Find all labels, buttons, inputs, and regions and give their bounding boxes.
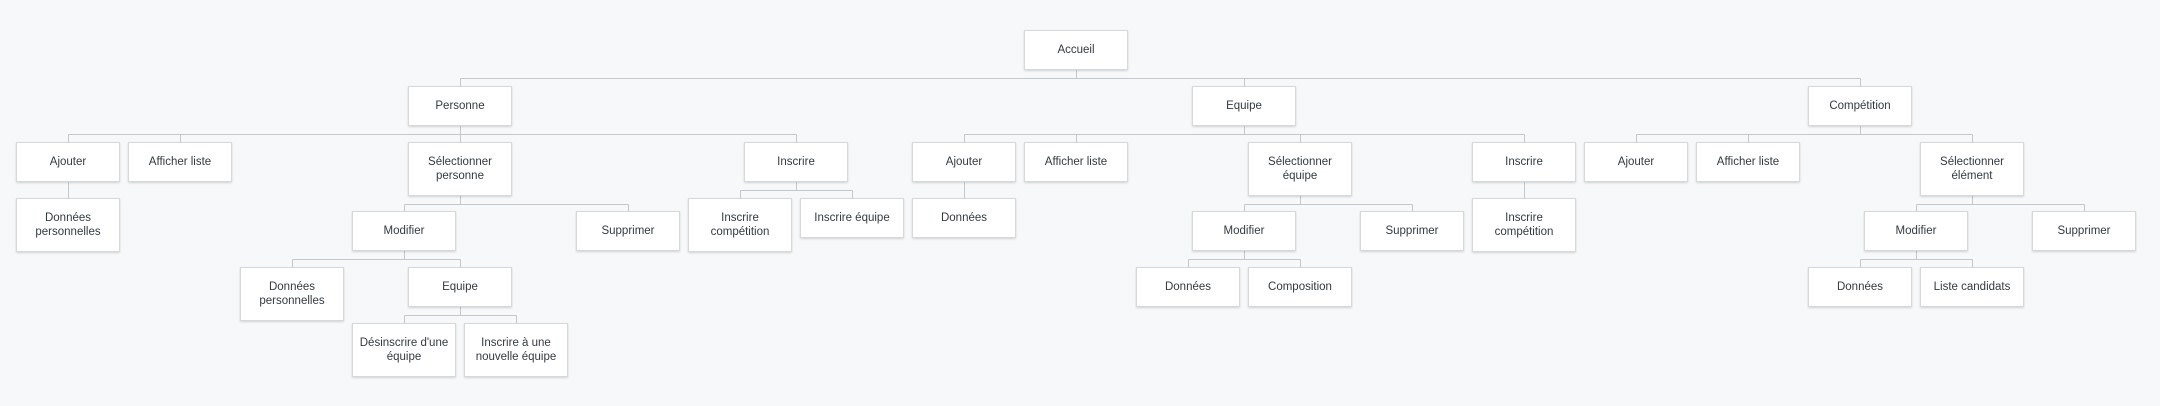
node-label: Données (1164, 281, 1212, 293)
node-equipe-afficher-liste[interactable]: Afficher liste (1024, 142, 1128, 182)
node-label: Données (940, 212, 988, 224)
node-label: Supprimer (2057, 225, 2111, 237)
node-label: Ajouter (945, 156, 983, 168)
node-competition-afficher-liste[interactable]: Afficher liste (1696, 142, 1800, 182)
node-competition-liste-candidats[interactable]: Liste candidats (1920, 267, 2024, 307)
node-label: Inscrire (777, 156, 815, 168)
node-label: Données personnelles (259, 281, 325, 307)
node-label: Equipe (1226, 100, 1262, 112)
node-label: Afficher liste (1044, 156, 1108, 168)
node-personne-inscrire[interactable]: Inscrire (744, 142, 848, 182)
node-equipe-composition[interactable]: Composition (1248, 267, 1352, 307)
node-label: Inscrire compétition (1494, 212, 1554, 238)
node-label: Personne (435, 100, 485, 112)
node-label: Données (1836, 281, 1884, 293)
node-label: Sélectionner équipe (1268, 156, 1332, 182)
node-personne-equipe[interactable]: Equipe (408, 267, 512, 307)
node-equipe-modifier-donnees[interactable]: Données (1136, 267, 1240, 307)
node-label: Afficher liste (148, 156, 212, 168)
node-label: Supprimer (1385, 225, 1439, 237)
node-label: Inscrire à une nouvelle équipe (475, 337, 557, 363)
node-personne-supprimer[interactable]: Supprimer (576, 211, 680, 251)
node-label: Inscrire (1505, 156, 1543, 168)
node-label: Accueil (1057, 44, 1095, 56)
node-label: Inscrire compétition (710, 212, 770, 238)
node-personne-inscrire-nouvelle[interactable]: Inscrire à une nouvelle équipe (464, 323, 568, 377)
node-equipe-modifier[interactable]: Modifier (1192, 211, 1296, 251)
node-personne-inscrire-equipe[interactable]: Inscrire équipe (800, 198, 904, 238)
node-label: Inscrire équipe (814, 212, 890, 224)
node-competition[interactable]: Compétition (1808, 86, 1912, 126)
node-personne-afficher-liste[interactable]: Afficher liste (128, 142, 232, 182)
node-personne-desinscrire[interactable]: Désinscrire d'une équipe (352, 323, 456, 377)
node-personne-ajouter[interactable]: Ajouter (16, 142, 120, 182)
node-label: Afficher liste (1716, 156, 1780, 168)
node-label: Compétition (1829, 100, 1891, 112)
node-accueil[interactable]: Accueil (1024, 30, 1128, 70)
node-equipe-ajouter[interactable]: Ajouter (912, 142, 1016, 182)
node-label: Equipe (442, 281, 478, 293)
node-competition-modifier[interactable]: Modifier (1864, 211, 1968, 251)
node-equipe-donnees[interactable]: Données (912, 198, 1016, 238)
node-personne-modifier[interactable]: Modifier (352, 211, 456, 251)
node-label: Modifier (1895, 225, 1937, 237)
node-competition-ajouter[interactable]: Ajouter (1584, 142, 1688, 182)
node-competition-supprimer[interactable]: Supprimer (2032, 211, 2136, 251)
node-label: Sélectionner élément (1940, 156, 2004, 182)
node-equipe[interactable]: Equipe (1192, 86, 1296, 126)
node-personne-inscrire-competition[interactable]: Inscrire compétition (688, 198, 792, 252)
node-equipe-supprimer[interactable]: Supprimer (1360, 211, 1464, 251)
node-personne-donnees-personnelles[interactable]: Données personnelles (16, 198, 120, 252)
node-label: Composition (1268, 281, 1332, 293)
node-label: Ajouter (1617, 156, 1655, 168)
node-personne[interactable]: Personne (408, 86, 512, 126)
node-personne-modifier-donnees[interactable]: Données personnelles (240, 267, 344, 321)
node-label: Liste candidats (1933, 281, 2011, 293)
node-label: Désinscrire d'une équipe (359, 337, 449, 363)
node-label: Ajouter (49, 156, 87, 168)
node-label: Sélectionner personne (428, 156, 492, 182)
node-label: Modifier (383, 225, 425, 237)
node-label: Données personnelles (35, 212, 101, 238)
node-competition-modifier-donnees[interactable]: Données (1808, 267, 1912, 307)
node-label: Supprimer (601, 225, 655, 237)
node-competition-selectionner[interactable]: Sélectionner élément (1920, 142, 2024, 196)
node-equipe-selectionner[interactable]: Sélectionner équipe (1248, 142, 1352, 196)
node-equipe-inscrire-competition[interactable]: Inscrire compétition (1472, 198, 1576, 252)
node-equipe-inscrire[interactable]: Inscrire (1472, 142, 1576, 182)
node-personne-selectionner[interactable]: Sélectionner personne (408, 142, 512, 196)
node-label: Modifier (1223, 225, 1265, 237)
